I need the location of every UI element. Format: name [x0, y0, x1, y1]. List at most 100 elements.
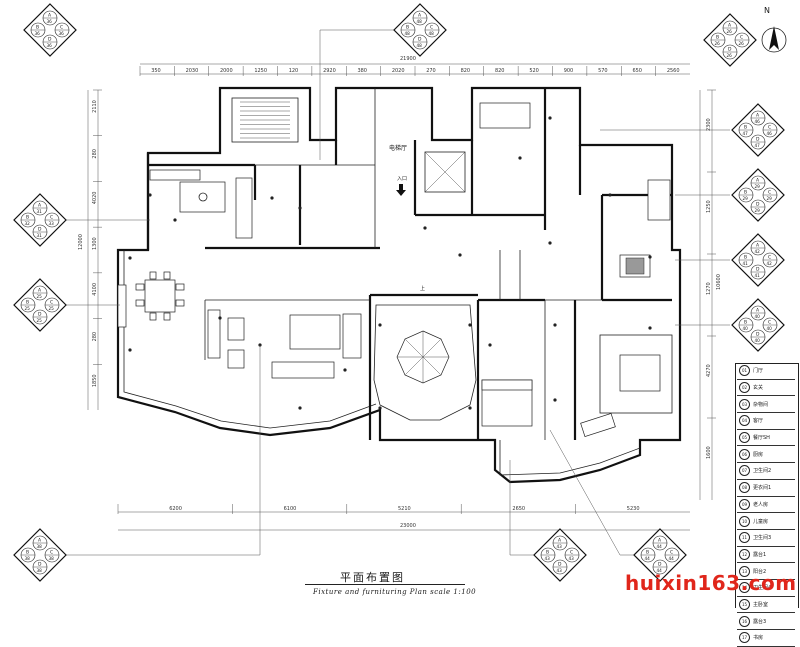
- ceiling-light-icon: [548, 241, 552, 245]
- index-marker-letter: A: [756, 243, 760, 249]
- index-marker-letter: B: [716, 35, 719, 41]
- legend-number: 15: [739, 598, 750, 610]
- legend-number: 05: [739, 432, 750, 444]
- index-marker-number: 44: [657, 544, 663, 549]
- index-marker-letter: A: [48, 13, 52, 19]
- index-marker-number: 33: [49, 221, 55, 226]
- index-marker-number: 26: [715, 41, 721, 46]
- drawing-subtitle: Fixture and furnituring Plan scale 1:100: [313, 588, 477, 596]
- index-marker-letter: B: [36, 25, 39, 31]
- index-marker-letter: A: [558, 538, 562, 544]
- index-marker-diamond: [731, 298, 785, 352]
- index-marker-number: 40: [755, 314, 761, 319]
- title-underline: [305, 584, 465, 585]
- dimension-top-15: 2560: [667, 68, 680, 74]
- legend-number: 12: [739, 548, 750, 560]
- index-marker-number: 40: [743, 326, 749, 331]
- dimension-right-1: 1250: [706, 200, 712, 213]
- ceiling-light-icon: [648, 255, 652, 259]
- elevator-shaft: [424, 151, 466, 193]
- dimension-bottom-1: 6100: [284, 506, 297, 512]
- dimension-top-2: 2000: [220, 68, 233, 74]
- index-marker-number: 29: [743, 196, 749, 201]
- elevator-hall-label: 电梯厅: [389, 144, 407, 152]
- ceiling-light-icon: [468, 323, 472, 327]
- index-marker-number: 48: [417, 19, 423, 24]
- bathtub: [647, 179, 671, 221]
- dimension-top-5: 2920: [323, 68, 336, 74]
- chaise-lounge: [580, 412, 616, 438]
- ceiling-light-icon: [648, 326, 652, 330]
- ceiling-light-icon: [608, 193, 612, 197]
- index-marker-number: 47: [743, 131, 749, 136]
- dimension-bottom-2: 5210: [398, 506, 411, 512]
- dimension-left-2: 4020: [92, 192, 98, 205]
- index-marker-diamond: [13, 193, 67, 247]
- index-marker-number: 40: [755, 338, 761, 343]
- index-marker-diamond: [633, 528, 687, 582]
- bed-upper: [479, 102, 531, 129]
- index-marker-letter: B: [26, 550, 29, 556]
- index-marker-number: 47: [755, 143, 761, 148]
- dimension-right-3: 4270: [706, 364, 712, 377]
- index-marker-number: 48: [405, 31, 411, 36]
- index-marker-letter: B: [744, 255, 747, 261]
- index-marker-letter: D: [658, 562, 662, 568]
- bottom-total-dimension: 23000: [400, 523, 416, 529]
- index-marker-number: 29: [755, 184, 761, 189]
- legend-text: 客厅: [753, 418, 764, 425]
- index-marker-letter: C: [768, 255, 771, 261]
- dimension-bottom-4: 5230: [627, 506, 640, 512]
- index-marker-diamond: [703, 13, 757, 67]
- dimension-top-6: 380: [357, 68, 367, 74]
- master-bed: [619, 354, 661, 392]
- index-marker-diamond: [13, 528, 67, 582]
- legend-number: 08: [739, 482, 750, 494]
- index-marker-letter: C: [430, 25, 433, 31]
- index-marker-letter: B: [406, 25, 409, 31]
- index-marker-letter: B: [744, 190, 747, 196]
- index-marker-number: 29: [755, 208, 761, 213]
- index-marker-number: 42: [755, 249, 761, 254]
- dining-table: [135, 271, 185, 321]
- index-marker-letter: C: [670, 550, 673, 556]
- index-marker-number: 44: [657, 568, 663, 573]
- legend-number: 04: [739, 415, 750, 427]
- index-marker-number: 36: [47, 19, 53, 24]
- index-marker-number: 48: [417, 43, 423, 48]
- index-marker-number: 48: [429, 31, 435, 36]
- kitchen-counter: [235, 177, 253, 239]
- index-marker-number: 25: [37, 318, 43, 323]
- index-marker-letter: D: [728, 47, 732, 53]
- stairwell: [231, 97, 299, 143]
- legend-number: 03: [739, 398, 750, 410]
- ceiling-light-icon: [468, 406, 472, 410]
- index-marker-letter: D: [756, 202, 760, 208]
- north-arrow-icon: [761, 26, 787, 53]
- master-bedroom-platform: [599, 334, 673, 414]
- dimension-top-12: 900: [564, 68, 574, 74]
- index-marker-letter: C: [50, 550, 53, 556]
- index-marker-letter: A: [756, 113, 760, 119]
- legend-text: 老人房: [753, 501, 769, 508]
- index-marker-number: 29: [767, 196, 773, 201]
- ceiling-light-icon: [128, 256, 132, 260]
- index-marker-diamond: [731, 233, 785, 287]
